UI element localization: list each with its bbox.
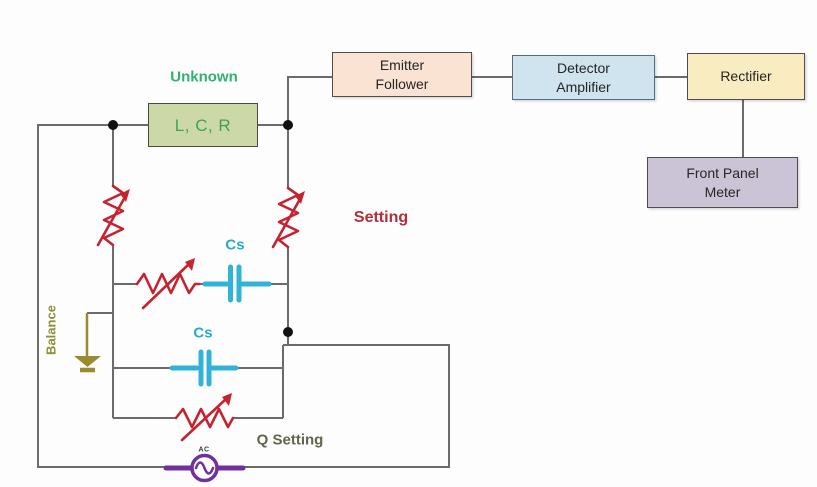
ac-source-label: AC bbox=[198, 446, 210, 454]
ground-icon bbox=[74, 313, 101, 373]
detector-amplifier-label-line1: Detector bbox=[557, 59, 610, 76]
detector-amplifier-label-line2: Amplifier bbox=[556, 78, 611, 95]
detector-amplifier-box: Detector Amplifier bbox=[512, 55, 655, 100]
wire-outer-loop bbox=[37, 124, 450, 468]
junction-dot bbox=[283, 120, 293, 130]
rectifier-box: Rectifier bbox=[687, 53, 805, 100]
variable-resistor-q-icon bbox=[174, 393, 235, 442]
emitter-follower-box: Emitter Follower bbox=[332, 52, 472, 97]
variable-resistor-setting-icon bbox=[271, 186, 305, 249]
variable-resistor-left-arm-icon bbox=[96, 184, 130, 247]
front-panel-meter-label-line1: Front Panel bbox=[686, 164, 759, 181]
front-panel-meter-label-line2: Meter bbox=[704, 183, 741, 200]
capacitor-cs-top-icon bbox=[202, 264, 272, 303]
front-panel-meter-box: Front Panel Meter bbox=[647, 157, 798, 208]
wire-lcr-to-emitter bbox=[258, 76, 332, 126]
lcr-label: L, C, R bbox=[174, 115, 232, 135]
q-setting-label: Q Setting bbox=[256, 431, 324, 449]
ac-source-icon bbox=[163, 453, 246, 483]
capacitor-cs-bottom-icon bbox=[169, 349, 239, 387]
junction-dot bbox=[108, 120, 118, 130]
unknown-lcr-box: L, C, R bbox=[148, 103, 258, 147]
cs-bottom-label: Cs bbox=[193, 324, 213, 342]
rectifier-label-line1: Rectifier bbox=[720, 68, 772, 84]
wire-q-branch bbox=[113, 345, 284, 419]
setting-label: Setting bbox=[353, 209, 409, 226]
balance-label: Balance bbox=[43, 305, 59, 355]
cs-top-label: Cs bbox=[225, 236, 245, 254]
variable-resistor-mid-icon bbox=[135, 258, 201, 310]
junction-dot bbox=[283, 327, 293, 337]
unknown-label: Unknown bbox=[170, 68, 238, 86]
wires bbox=[37, 76, 744, 468]
emitter-follower-label-line1: Emitter bbox=[379, 56, 425, 73]
emitter-follower-label-line2: Follower bbox=[375, 75, 429, 92]
